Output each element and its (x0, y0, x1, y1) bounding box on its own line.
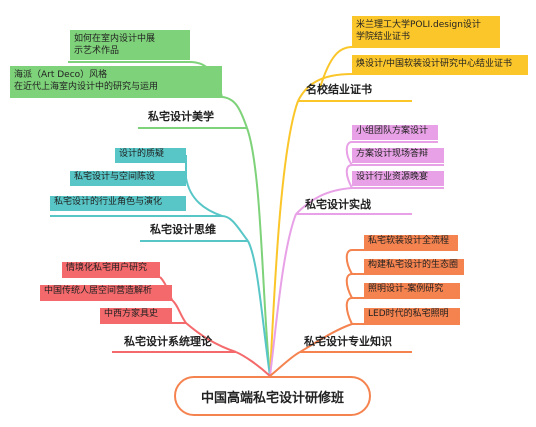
branch-aesthetics-title: 私宅设计美学 (148, 110, 214, 123)
practice-item-dinner: 设计行业资源晚宴 (352, 171, 444, 186)
thinking-item-space: 私宅设计与空间陈设 (70, 171, 186, 186)
aesthetics-item-art-display-line1: 如何在室内设计中展 (74, 34, 156, 44)
branch-practice-title: 私宅设计实战 (305, 198, 371, 211)
practice-item-team-design: 小组团队方案设计 (352, 125, 438, 140)
branch-theory-title: 私宅设计系统理论 (124, 335, 212, 348)
root-node: 中国高端私宅设计研修班 (174, 376, 371, 416)
certificate-item-softdecor-line1: 焕设计/中国软装设计研究中心结业证书 (356, 59, 513, 69)
aesthetics-item-art-deco-line2: 在近代上海室内设计中的研究与运用 (14, 82, 159, 92)
knowledge-connector (269, 249, 464, 377)
branch-certificate-title: 名校结业证书 (306, 83, 372, 96)
knowledge-item-lighting-case: 照明设计-案例研究 (364, 283, 460, 298)
practice-item-defense: 方案设计现场答辩 (352, 148, 444, 163)
aesthetics-item-art-display: 如何在室内设计中展 示艺术作品 (70, 30, 190, 60)
certificate-item-polidesign-line2: 学院结业证书 (356, 32, 411, 42)
aesthetics-item-art-deco-line1: 海派（Art Deco）风格 (14, 70, 108, 80)
knowledge-item-ecosystem: 构建私宅设计的生态圈 (364, 259, 464, 274)
theory-item-traditional-space: 中国传统人居空间营造解析 (40, 285, 172, 300)
knowledge-item-softdecor-process: 私宅软装设计全流程 (364, 235, 458, 250)
theory-connector (40, 276, 271, 377)
branch-knowledge-title: 私宅设计专业知识 (304, 335, 392, 348)
knowledge-item-led-lighting: LED时代的私宅照明 (364, 308, 460, 323)
theory-item-furniture-history: 中西方家具史 (100, 308, 172, 323)
aesthetics-item-art-deco: 海派（Art Deco）风格 在近代上海室内设计中的研究与运用 (10, 66, 222, 96)
certificate-connector (269, 46, 528, 377)
thinking-item-industry-role: 私宅设计的行业角色与演化 (50, 196, 186, 211)
certificate-item-softdecor: 焕设计/中国软装设计研究中心结业证书 (352, 55, 528, 73)
practice-connector (269, 141, 444, 377)
aesthetics-item-art-display-line2: 示艺术作品 (74, 46, 120, 56)
certificate-item-polidesign-line1: 米兰理工大学POLI.design设计 (356, 20, 481, 30)
branch-thinking-title: 私宅设计思维 (150, 223, 216, 236)
certificate-item-polidesign: 米兰理工大学POLI.design设计 学院结业证书 (352, 16, 500, 46)
thinking-item-question: 设计的质疑 (115, 148, 186, 163)
theory-item-user-research: 情境化私宅用户研究 (62, 262, 160, 277)
